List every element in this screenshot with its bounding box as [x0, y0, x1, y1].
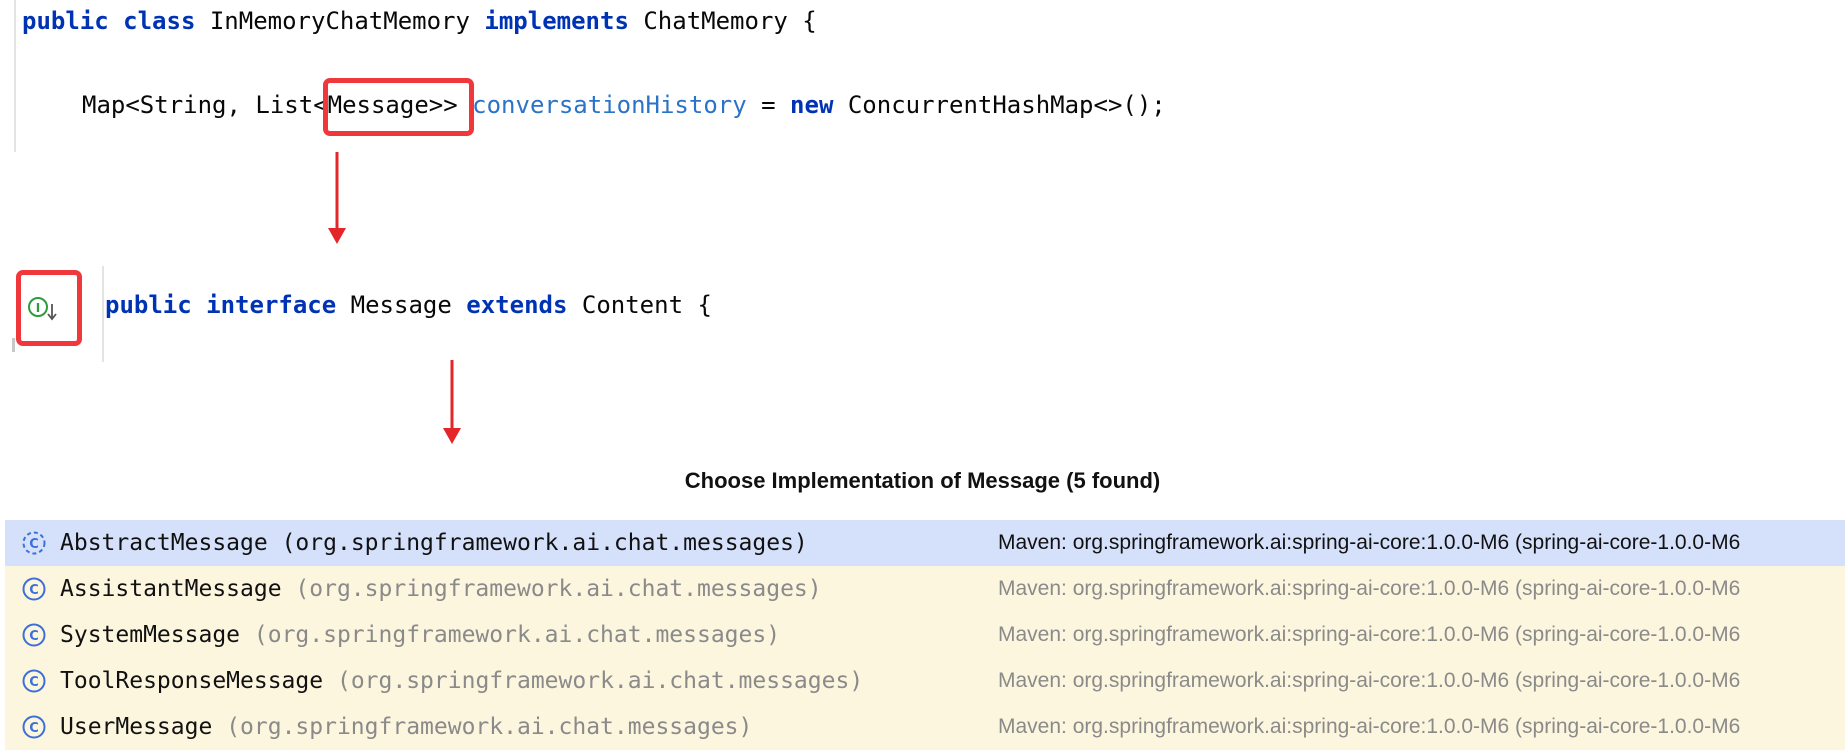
keyword-class: class [123, 7, 196, 35]
implementation-list-item[interactable]: C AssistantMessage (org.springframework.a… [5, 566, 1845, 612]
library-source-label: Maven: org.springframework.ai:spring-ai-… [998, 715, 1741, 738]
implementation-list: C AbstractMessage (org.springframework.ai… [5, 520, 1845, 750]
code-gutter-divider-top [14, 0, 16, 152]
code-line-field-declaration: Map<String, List<Message>> conversationH… [82, 90, 1166, 120]
library-source-label: Maven: org.springframework.ai:spring-ai-… [998, 577, 1741, 600]
library-source-label: Maven: org.springframework.ai:spring-ai-… [998, 669, 1741, 692]
svg-text:C: C [29, 583, 39, 598]
svg-text:C: C [29, 629, 39, 644]
implementation-list-item[interactable]: C AbstractMessage (org.springframework.ai… [5, 520, 1845, 566]
library-source-label: Maven: org.springframework.ai:spring-ai-… [998, 531, 1741, 554]
class-name-label: AbstractMessage [60, 530, 268, 556]
package-label: (org.springframework.ai.chat.messages) [253, 622, 781, 648]
keyword-public: public [105, 291, 192, 319]
class-name-label: AssistantMessage [60, 576, 282, 602]
class-name-label: SystemMessage [60, 622, 241, 648]
code-gutter-tick [12, 338, 15, 352]
class-name-label: UserMessage [60, 714, 213, 740]
arrow-down-icon [443, 360, 461, 444]
package-label: (org.springframework.ai.chat.messages) [336, 668, 864, 694]
implementations-gutter-icon[interactable]: I [26, 292, 62, 324]
type-prefix: Map<String, List [82, 91, 314, 119]
popup-title: Choose Implementation of Message (5 foun… [684, 468, 1161, 493]
package-label: (org.springframework.ai.chat.messages) [226, 714, 753, 740]
class-name[interactable]: InMemoryChatMemory [209, 7, 470, 35]
class-icon: C [20, 575, 48, 603]
field-name[interactable]: conversationHistory [472, 91, 747, 119]
implementation-class-name: AssistantMessage (org.springframework.ai… [60, 576, 998, 602]
library-source-label: Maven: org.springframework.ai:spring-ai-… [998, 623, 1741, 646]
keyword-implements: implements [484, 7, 629, 35]
svg-text:C: C [29, 721, 39, 736]
implementation-class-name: UserMessage (org.springframework.ai.chat… [60, 714, 998, 740]
class-icon: C [20, 713, 48, 741]
class-name-label: ToolResponseMessage [60, 668, 324, 694]
highlight-box-gutter-icon [16, 270, 82, 346]
code-gutter-divider-mid [102, 266, 104, 362]
message-type-reference[interactable]: <Message> [313, 91, 444, 119]
implementation-class-name: SystemMessage (org.springframework.ai.ch… [60, 622, 998, 648]
parent-interface[interactable]: Content { [581, 291, 712, 319]
code-line-class-declaration: public class InMemoryChatMemory implemen… [22, 6, 817, 36]
type-suffix: > [443, 91, 458, 119]
class-icon: C [20, 621, 48, 649]
keyword-new: new [790, 91, 834, 119]
svg-text:I: I [36, 301, 40, 315]
svg-text:C: C [29, 675, 39, 690]
class-icon: C [20, 667, 48, 695]
implementation-list-item[interactable]: C ToolResponseMessage (org.springframewor… [5, 658, 1845, 704]
implementation-class-name: AbstractMessage (org.springframework.ai.… [60, 530, 998, 556]
svg-text:C: C [29, 537, 39, 552]
package-label: (org.springframework.ai.chat.messages) [281, 530, 808, 556]
abstract-class-icon: C [20, 529, 48, 557]
assign-operator: = [746, 91, 791, 119]
constructor-call: ConcurrentHashMap<>(); [833, 91, 1166, 119]
keyword-interface: interface [206, 291, 337, 319]
interface-implemented-icon: I [28, 297, 57, 321]
implementation-list-item[interactable]: C SystemMessage (org.springframework.ai.c… [5, 612, 1845, 658]
code-line-interface-declaration: public interface Message extends Content… [105, 290, 712, 320]
implementation-list-item[interactable]: C UserMessage (org.springframework.ai.cha… [5, 704, 1845, 750]
highlight-box-message-type [323, 78, 474, 136]
interface-name[interactable]: Message [350, 291, 452, 319]
keyword-public: public [22, 7, 109, 35]
package-label: (org.springframework.ai.chat.messages) [295, 576, 822, 602]
interface-name[interactable]: ChatMemory { [643, 7, 817, 35]
arrow-down-icon [328, 152, 346, 244]
keyword-extends: extends [466, 291, 568, 319]
implementation-class-name: ToolResponseMessage (org.springframework… [60, 668, 998, 694]
